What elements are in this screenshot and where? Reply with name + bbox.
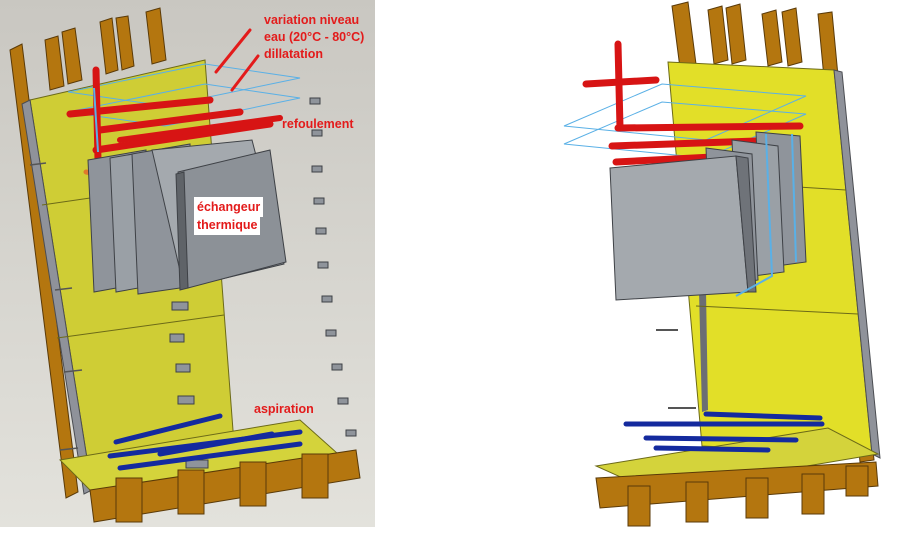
annotation-variation-line1: variation niveau [264,13,360,27]
annotation-variation-line2: eau (20°C - 80°C) [264,30,365,44]
timber-base [595,461,879,527]
left-3d-view: variation niveau eau (20°C - 80°C) dilla… [0,0,375,527]
wall-fittings [656,329,696,409]
water-level-planes [67,63,301,127]
timber-base [89,449,361,523]
annotation-echangeur-line2: thermique [194,215,261,235]
hot-pipes [66,66,283,164]
annotation-echangeur-line1: échangeur [194,197,264,217]
annotation-refoulement: refoulement [282,117,354,131]
left-3d-model [0,0,375,527]
wall-edge [833,69,881,459]
cold-pipes [623,411,825,453]
vent-tubes [735,133,797,297]
right-3d-model [556,0,900,534]
cold-pipes [107,413,303,471]
water-level-planes [563,83,807,159]
annotation-variation-line3: dillatation [264,47,324,61]
timber-posts [9,7,167,499]
wall-bolts [29,162,83,451]
dilatation-markers [214,28,260,92]
annotation-aspiration: aspiration [254,402,314,416]
mounting-blocks [169,97,357,469]
right-3d-view [556,0,900,534]
vent-tube [93,87,99,153]
